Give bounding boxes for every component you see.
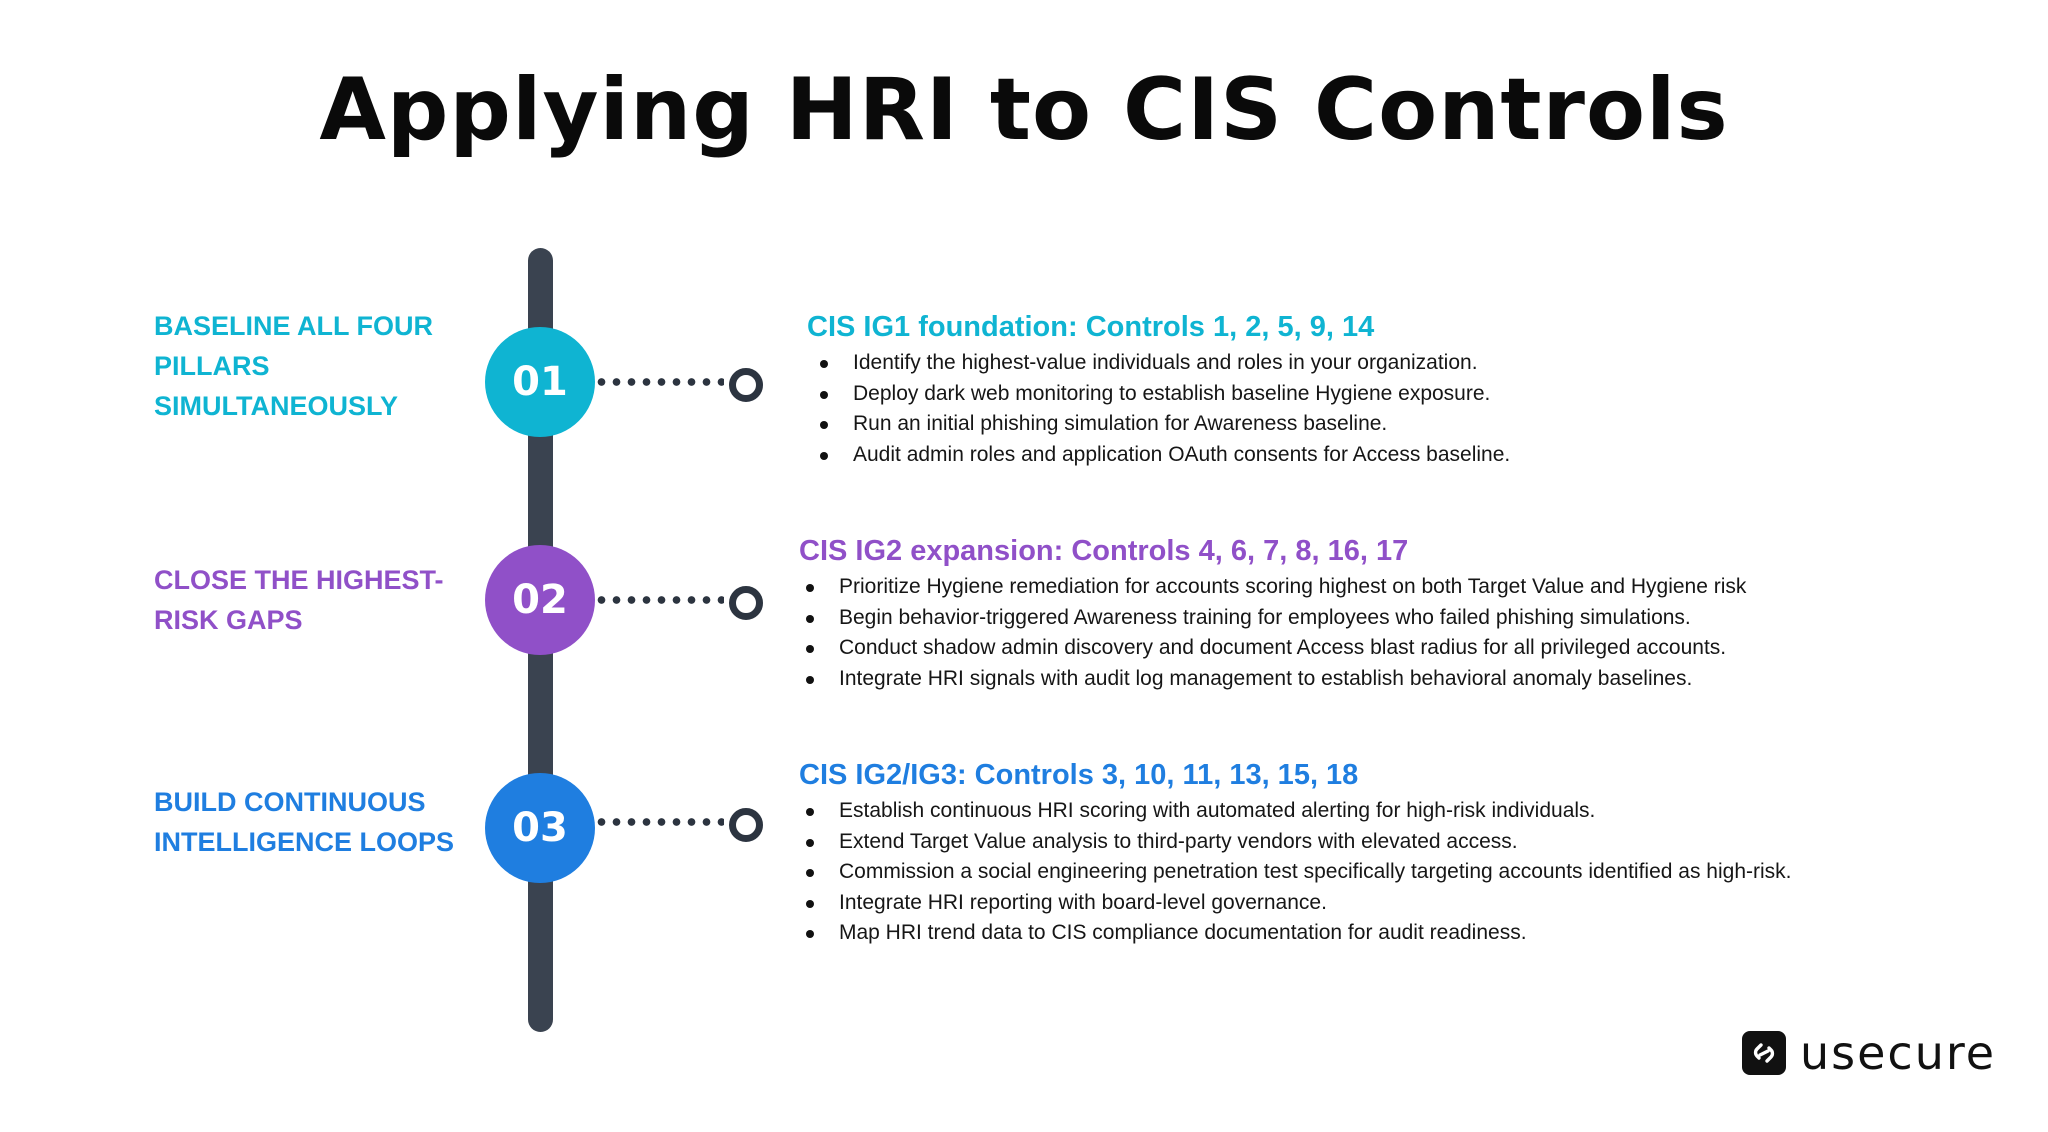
list-item: Run an initial phishing simulation for A…	[815, 409, 1510, 440]
step-2-dotted-connector	[594, 596, 724, 604]
list-item: Commission a social engineering penetrat…	[801, 857, 1792, 888]
step-3-number-badge: 03	[485, 773, 595, 883]
step-1-connector-end-ring	[729, 368, 763, 402]
list-item: Begin behavior-triggered Awareness train…	[801, 603, 1746, 634]
list-item: Identify the highest-value individuals a…	[815, 348, 1510, 379]
step-2-bullet-list: Prioritize Hygiene remediation for accou…	[801, 572, 1746, 694]
step-3-bullet-list: Establish continuous HRI scoring with au…	[801, 796, 1792, 949]
list-item: Prioritize Hygiene remediation for accou…	[801, 572, 1746, 603]
step-1-heading: CIS IG1 foundation: Controls 1, 2, 5, 9,…	[807, 311, 1375, 343]
usecure-logo: usecure	[1742, 1030, 1996, 1076]
step-2-connector-end-ring	[729, 586, 763, 620]
step-2-heading: CIS IG2 expansion: Controls 4, 6, 7, 8, …	[799, 535, 1409, 567]
list-item: Establish continuous HRI scoring with au…	[801, 796, 1792, 827]
list-item: Extend Target Value analysis to third-pa…	[801, 827, 1792, 858]
list-item: Map HRI trend data to CIS compliance doc…	[801, 918, 1792, 949]
step-2-label: Close the highest-risk gaps	[154, 565, 444, 635]
list-item: Conduct shadow admin discovery and docum…	[801, 633, 1746, 664]
list-item: Integrate HRI signals with audit log man…	[801, 664, 1746, 695]
step-1-bullet-list: Identify the highest-value individuals a…	[815, 348, 1510, 470]
list-item: Audit admin roles and application OAuth …	[815, 440, 1510, 471]
list-item: Deploy dark web monitoring to establish …	[815, 379, 1510, 410]
step-3-dotted-connector	[594, 818, 724, 826]
step-3-heading: CIS IG2/IG3: Controls 3, 10, 11, 13, 15,…	[799, 759, 1359, 791]
page-title: Applying HRI to CIS Controls	[319, 60, 1729, 160]
logo-wordmark: usecure	[1800, 1026, 1997, 1080]
usecure-logo-icon	[1742, 1031, 1786, 1075]
step-1-label: Baseline all four pillars simultaneously	[154, 311, 434, 421]
step-1-dotted-connector	[594, 378, 724, 386]
step-3-connector-end-ring	[729, 808, 763, 842]
list-item: Integrate HRI reporting with board-level…	[801, 888, 1792, 919]
step-1-number-badge: 01	[485, 327, 595, 437]
step-3-label: Build continuous intelligence loops	[154, 787, 455, 857]
step-2-number-badge: 02	[485, 545, 595, 655]
